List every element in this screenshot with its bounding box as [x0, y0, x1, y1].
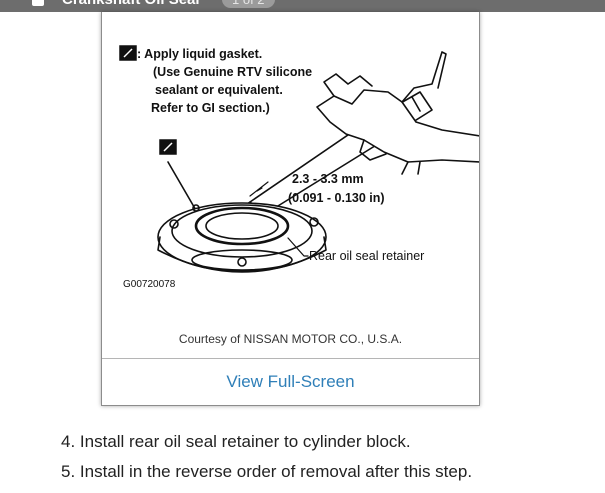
oil-seal-diagram: : Apply liquid gasket. (Use Genuine RTV …	[119, 45, 479, 290]
dimension-mm-label: 2.3 - 3.3 mm	[292, 172, 364, 186]
section-title: Crankshaft Oil Seal	[62, 0, 200, 8]
list-item: 4. Install rear oil seal retainer to cyl…	[61, 430, 472, 460]
dimension-in-label: (0.091 - 0.130 in)	[288, 191, 385, 205]
gasket-note-line3: sealant or equivalent.	[155, 83, 283, 97]
step-number: 4.	[61, 432, 76, 451]
gasket-note-line1: : Apply liquid gasket.	[137, 47, 262, 61]
procedure-steps: 4. Install rear oil seal retainer to cyl…	[61, 430, 472, 490]
view-fullscreen-link[interactable]: View Full-Screen	[226, 372, 355, 391]
checkbox[interactable]	[32, 0, 44, 6]
list-item: 5. Install in the reverse order of remov…	[61, 460, 472, 490]
page-indicator-badge: 1 of 2	[222, 0, 275, 8]
figure-card: : Apply liquid gasket. (Use Genuine RTV …	[101, 12, 480, 406]
rear-oil-seal-retainer-label: Rear oil seal retainer	[309, 249, 424, 263]
liquid-gasket-icon	[119, 45, 137, 61]
figure-code: G00720078	[123, 279, 176, 290]
step-text: Install rear oil seal retainer to cylind…	[79, 432, 411, 451]
liquid-gasket-marker-icon	[159, 139, 177, 155]
top-header-bar: Crankshaft Oil Seal 1 of 2	[0, 0, 605, 12]
step-text: Install in the reverse order of removal …	[79, 462, 473, 481]
gasket-note-line2: (Use Genuine RTV silicone	[153, 65, 312, 79]
step-number: 5.	[61, 462, 76, 481]
hand-illustration	[316, 89, 479, 163]
card-divider	[102, 358, 479, 359]
gasket-note-line4: Refer to GI section.)	[151, 101, 270, 115]
image-courtesy: Courtesy of NISSAN MOTOR CO., U.S.A.	[178, 332, 403, 346]
